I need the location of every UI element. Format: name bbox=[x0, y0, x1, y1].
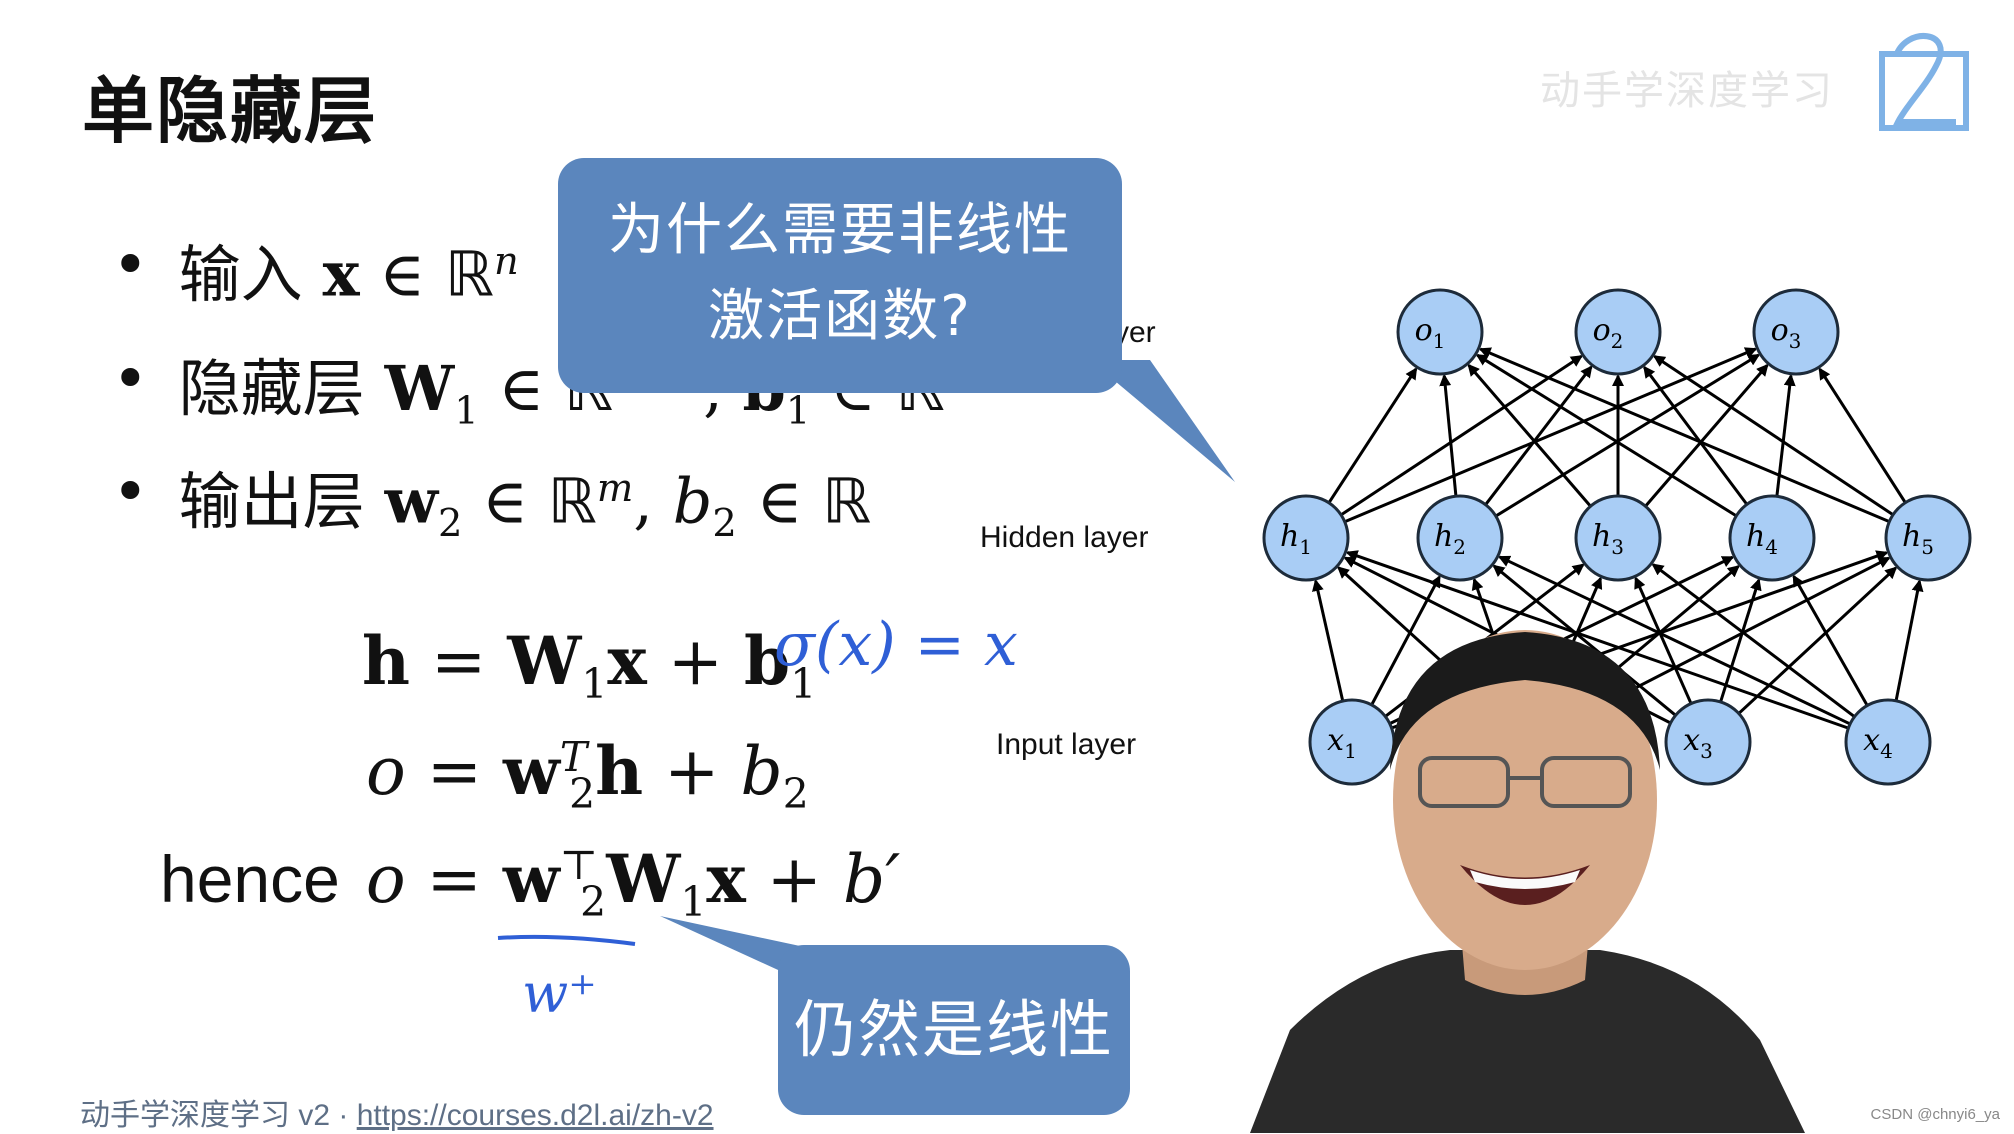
network-edge bbox=[1655, 356, 1893, 514]
input-node-4: x4 bbox=[1846, 700, 1930, 784]
course-footer: 动手学深度学习 v2 · https://courses.d2l.ai/zh-v… bbox=[80, 1090, 714, 1134]
input-layer-label: Input layer bbox=[996, 728, 1136, 762]
footer-prefix: 动手学深度学习 v2 · bbox=[80, 1099, 357, 1132]
handwritten-sigma: σ(x) = x bbox=[774, 610, 1018, 680]
network-edge bbox=[1496, 355, 1759, 516]
callout-still-linear: 仍然是线性 bbox=[778, 945, 1130, 1115]
network-edge bbox=[1477, 355, 1736, 516]
callout-question-line1: 为什么需要非线性 bbox=[558, 188, 1122, 274]
output-node-2: o2 bbox=[1576, 290, 1660, 374]
network-edge bbox=[1644, 367, 1747, 504]
network-edge bbox=[1341, 356, 1581, 515]
csdn-credit: CSDN @chnyi6_ya bbox=[1871, 1106, 2000, 1123]
course-link[interactable]: https://courses.d2l.ai/zh-v2 bbox=[357, 1099, 714, 1132]
hidden-node-5: h5 bbox=[1886, 496, 1970, 580]
network-edge bbox=[1329, 369, 1416, 503]
hidden-node-4: h4 bbox=[1730, 496, 1814, 580]
callout-nonlinear-question: 为什么需要非线性 激活函数? bbox=[558, 158, 1122, 393]
hidden-layer-label: Hidden layer bbox=[980, 521, 1148, 555]
handwritten-w-prime: w⁺ bbox=[522, 962, 597, 1025]
hidden-node-3: h3 bbox=[1576, 496, 1660, 580]
network-edge bbox=[1820, 369, 1906, 503]
output-node-3: o3 bbox=[1754, 290, 1838, 374]
handwritten-underline bbox=[498, 937, 635, 944]
network-edge bbox=[1896, 581, 1919, 701]
presenter-video bbox=[1220, 620, 1830, 1133]
output-node-1: o1 bbox=[1398, 290, 1482, 374]
callout-question-line2: 激活函数? bbox=[558, 274, 1122, 360]
hidden-node-2: h2 bbox=[1418, 496, 1502, 580]
hidden-node-1: h1 bbox=[1264, 496, 1348, 580]
